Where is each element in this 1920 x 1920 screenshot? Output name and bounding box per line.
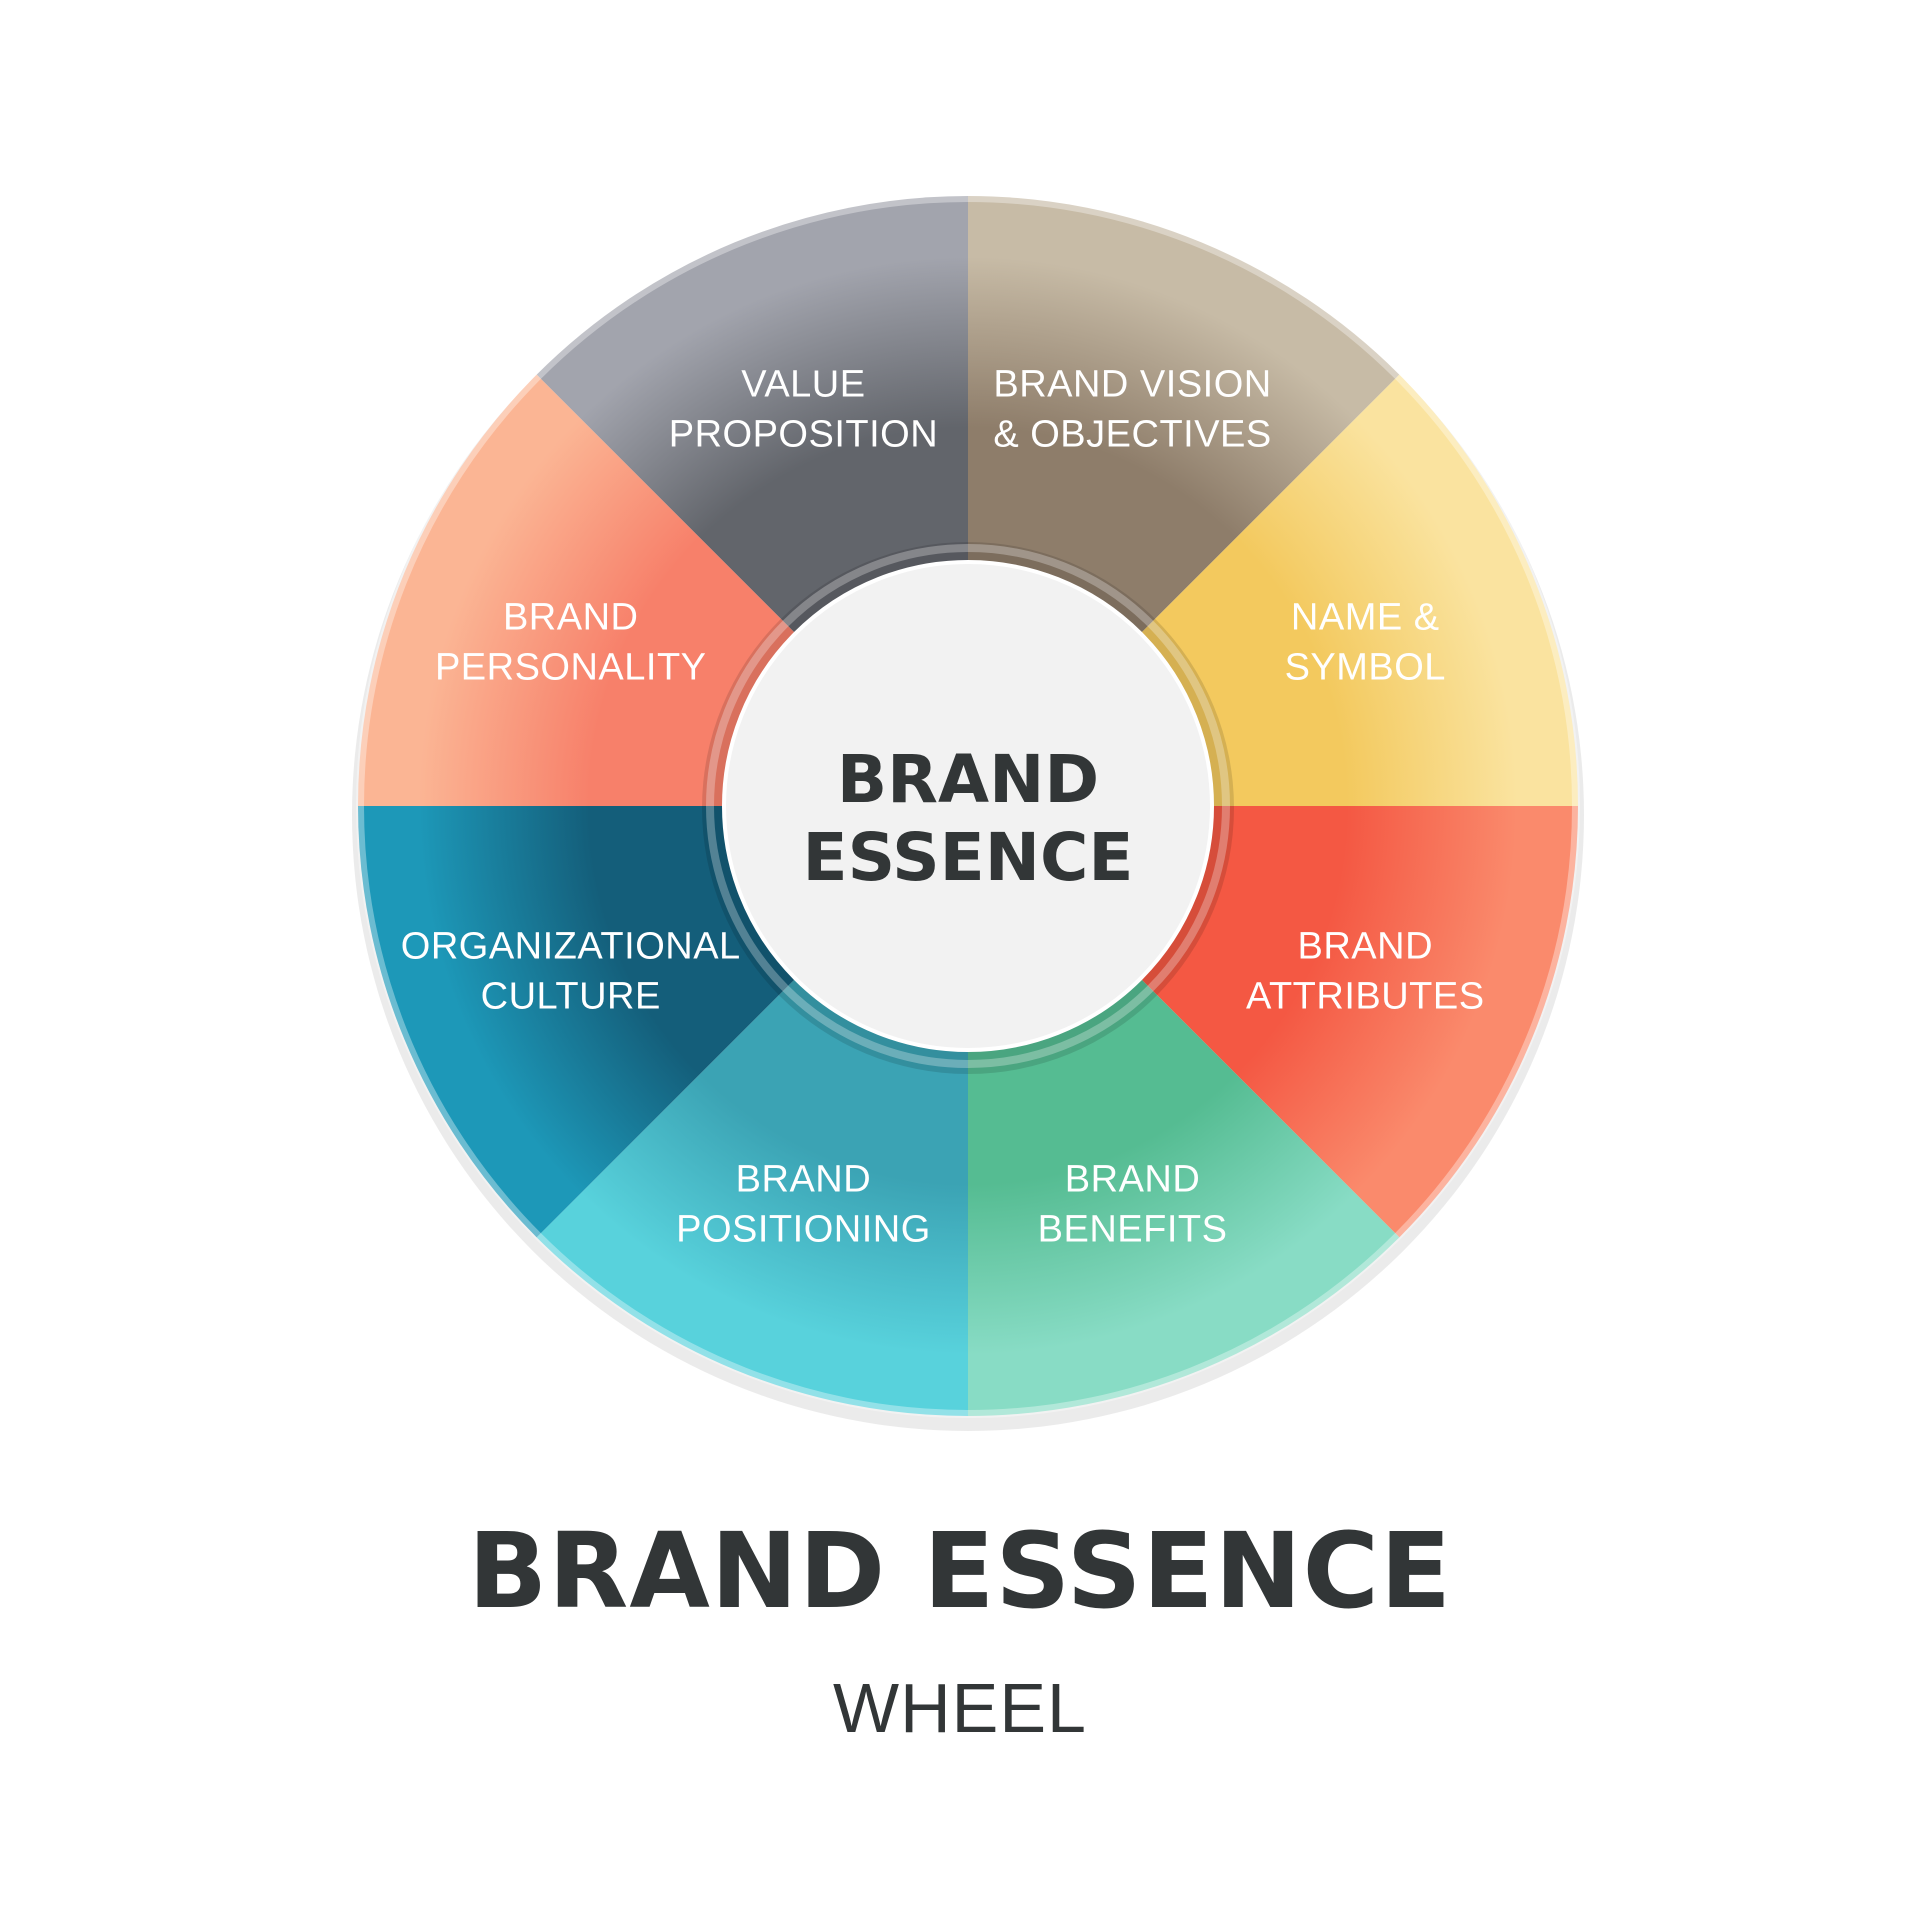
segment-label-value-proposition-line2: PROPOSITION: [669, 414, 938, 456]
wheel-rim: [356, 194, 1580, 1418]
segment-label-value-proposition-line1: VALUE: [741, 364, 865, 406]
segment-label-name-symbol-line1: NAME &: [1291, 596, 1440, 638]
center-disc: [722, 560, 1214, 1052]
page-title: BRAND ESSENCE: [467, 1510, 1453, 1632]
segment-label-organizational-culture-line2: CULTURE: [481, 976, 661, 1018]
segment-label-brand-attributes-line1: BRAND: [1298, 926, 1434, 968]
center-label-line2: ESSENCE: [802, 819, 1133, 896]
labels-layer: VALUE PROPOSITION BRAND VISION & OBJECTIVES…: [401, 364, 1485, 1251]
segment-label-brand-benefits-line1: BRAND: [1065, 1158, 1201, 1200]
page-subtitle: WHEEL: [833, 1669, 1087, 1747]
segment-label-organizational-culture-line1: ORGANIZATIONAL: [401, 926, 741, 968]
segment-label-brand-positioning-line2: POSITIONING: [676, 1208, 931, 1250]
segment-label-brand-personality-line2: PERSONALITY: [435, 646, 707, 688]
segment-label-brand-vision-line2: & OBJECTIVES: [993, 414, 1271, 456]
inner-ring: [706, 544, 1230, 1068]
segment-label-brand-positioning-line1: BRAND: [736, 1158, 872, 1200]
segment-label-name-symbol-line2: SYMBOL: [1285, 646, 1446, 688]
center-label-line1: BRAND: [837, 741, 1099, 818]
segment-label-brand-personality-line1: BRAND: [503, 596, 639, 638]
segment-label-brand-attributes-line2: ATTRIBUTES: [1246, 976, 1485, 1018]
segment-label-brand-benefits-line2: BENEFITS: [1038, 1208, 1228, 1250]
segment-label-brand-vision-line1: BRAND VISION: [993, 364, 1271, 406]
